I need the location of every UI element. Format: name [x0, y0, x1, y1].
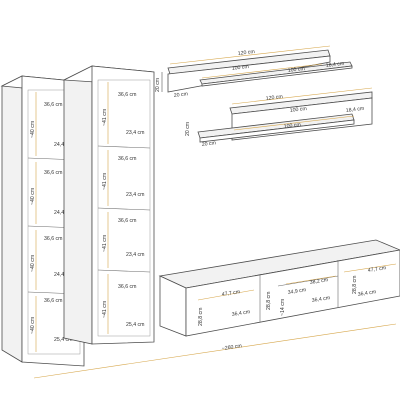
shelf-top-depth-left-label: 20 cm [174, 91, 189, 99]
tv-left-height-label: 28,8 cm [198, 308, 204, 326]
tv-stand: 47,7 cm 36,4 cm 28,8 cm 38,2 cm 34,9 cm … [158, 239, 400, 337]
overall-length: ~260 cm [33, 323, 397, 379]
shelf-bottom-depth-left-label: 20 cm [202, 140, 217, 148]
shelf-bottom-length-label: 120 cm [266, 94, 284, 102]
right-shelf-depth-2: 36,6 cm [118, 156, 136, 162]
right-tall-cabinet-shelf-1 [97, 145, 151, 149]
shelf-top-inner-upper-label: 100 cm [232, 64, 250, 72]
left-cabinet-side-panel [1, 75, 23, 363]
right-shelf-width-3: 23,4 cm [126, 252, 144, 258]
tv-mid-height-label: 28,8 cm [266, 292, 272, 310]
shelf-top-depth-label: 18,4 cm [326, 61, 345, 69]
tv-left-depth-label: 36,4 cm [231, 309, 250, 318]
tv-left-width-label: 47,7 cm [221, 289, 240, 298]
left-shelf-depth-1: 36,6 cm [44, 102, 62, 108]
right-tall-cabinet-shelf-3 [97, 269, 151, 273]
shelf-bottom-inner-upper-label: 100 cm [290, 106, 308, 114]
right-tall-cabinet-front-frame [91, 65, 155, 345]
left-shelf-width-2: 24,4 cm [54, 210, 72, 216]
shelf-top-height-label: 20 cm [155, 78, 161, 92]
shelf-bottom-depth-label: 18,4 cm [346, 106, 365, 114]
right-shelf-depth-4: 36,6 cm [118, 284, 136, 290]
shelf-bottom-inner-lower-label: 100 cm [284, 122, 302, 130]
wall-shelf-top: 120 cm 100 cm 100 cm 18,4 cm 20 cm 20 cm [155, 45, 353, 99]
wall-shelf-bottom: 120 cm 100 cm 100 cm 18,4 cm 20 cm 20 cm [185, 87, 373, 148]
tv-mid-height-b-label: ~14 cm [280, 299, 286, 316]
right-compartment-height-4: ~41 cm [102, 301, 108, 318]
right-compartment-height-3: ~41 cm [102, 235, 108, 252]
right-shelf-depth-1: 36,6 cm [118, 92, 136, 98]
right-compartment-height-1: ~41 cm [102, 109, 108, 126]
shelf-top-inner-lower-label: 100 cm [288, 66, 306, 74]
left-compartment-height-1: ~40 cm [30, 121, 36, 138]
left-compartment-height-3: ~40 cm [30, 255, 36, 272]
shelf-bottom-length-line [231, 87, 373, 105]
tv-left-width-line [197, 289, 255, 301]
right-shelf-width-4: 25,4 cm [126, 322, 144, 328]
tv-stand-inner-shelf [277, 275, 339, 287]
tv-mid-width-line [285, 275, 337, 285]
right-compartment-height-2: ~41 cm [102, 173, 108, 190]
shelf-top-inner-line [201, 63, 323, 79]
overall-length-line [33, 323, 397, 379]
shelf-top-length-line [169, 45, 331, 65]
shelf-top-board-edge [201, 65, 353, 87]
left-shelf-width-3: 24,4 cm [54, 272, 72, 278]
left-shelf-width-1: 24,4 cm [54, 142, 72, 148]
right-shelf-depth-3: 36,6 cm [118, 218, 136, 224]
shelf-bottom-height-label: 20 cm [185, 122, 191, 136]
tv-mid-depth-label: 36,4 cm [311, 295, 330, 304]
overall-length-label: ~260 cm [221, 343, 242, 352]
left-shelf-depth-3: 36,6 cm [44, 236, 62, 242]
tv-mid-width-b-label: 34,9 cm [287, 287, 306, 296]
tv-mid-width-a-label: 38,2 cm [309, 277, 328, 286]
right-tall-cabinet-shelf-2 [97, 207, 151, 211]
right-tall-cabinet: 36,6 cm 36,6 cm 36,6 cm 36,6 cm 23,4 cm … [62, 65, 155, 345]
left-shelf-depth-4: 36,6 cm [44, 298, 62, 304]
right-tall-cabinet-side-panel [63, 65, 93, 345]
tv-right-depth-label: 36,4 cm [357, 289, 376, 298]
left-compartment-height-4: ~40 cm [30, 317, 36, 334]
tv-right-height-label: 28,8 cm [352, 276, 358, 294]
shelf-bottom-board-edge [199, 119, 355, 143]
left-compartment-height-2: ~40 cm [30, 188, 36, 205]
left-shelf-width-4: 25,4 cm [54, 337, 72, 343]
shelf-top-length-label: 120 cm [238, 49, 256, 57]
right-shelf-width-1: 23,4 cm [126, 130, 144, 136]
tv-right-width-line [343, 263, 397, 273]
left-shelf-depth-2: 36,6 cm [44, 170, 62, 176]
right-shelf-width-2: 23,4 cm [126, 192, 144, 198]
shelf-bottom-inner-line [233, 115, 355, 131]
tv-right-width-label: 47,7 cm [367, 265, 386, 274]
